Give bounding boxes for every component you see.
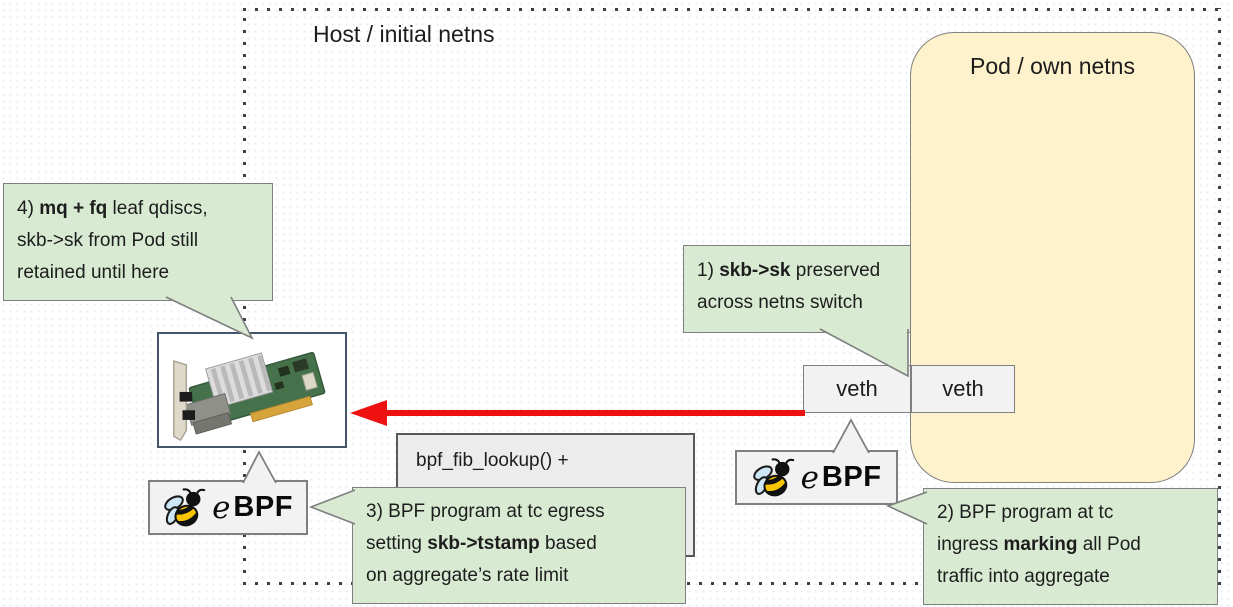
callout-text-bold: skb->sk bbox=[719, 260, 791, 281]
callout-2-tc-ingress: 2) BPF program at tc ingress marking all… bbox=[923, 488, 1218, 605]
callout-text: on aggregate’s rate limit bbox=[366, 565, 569, 586]
veth-box-host-side: veth bbox=[803, 365, 911, 413]
callout-text: all Pod bbox=[1077, 534, 1141, 555]
veth-box-pod-side: veth bbox=[911, 365, 1015, 413]
callout-text: 2) BPF program at tc bbox=[937, 502, 1114, 523]
nic-illustration bbox=[173, 351, 326, 442]
ebpf-bee-icon bbox=[752, 458, 796, 498]
callout-text: skb->sk from Pod still bbox=[17, 230, 199, 251]
host-netns-label: Host / initial netns bbox=[313, 21, 495, 47]
nic-photo bbox=[157, 332, 347, 448]
callout-text: based bbox=[539, 533, 597, 554]
callout-text: preserved bbox=[790, 260, 881, 281]
callout-text: 4) bbox=[17, 198, 40, 219]
ebpf-logo-e-text: e bbox=[212, 489, 231, 526]
callout-1-skb-sk-preserved: 1) skb->sk preserved across netns switch bbox=[683, 245, 911, 333]
callout-4-mq-fq-qdiscs: 4) mq + fq leaf qdiscs, skb->sk from Pod… bbox=[3, 183, 273, 301]
callout-text: 1) bbox=[697, 260, 720, 281]
callout-text: 3) BPF program at tc egress bbox=[366, 501, 605, 522]
callout-text: leaf qdiscs, bbox=[107, 198, 208, 219]
callout-text: setting bbox=[366, 533, 428, 554]
veth-pod-label: veth bbox=[942, 376, 984, 401]
ebpf-bee-icon bbox=[163, 488, 207, 528]
callout-3-tc-egress: 3) BPF program at tc egress setting skb-… bbox=[352, 487, 686, 604]
veth-host-label: veth bbox=[836, 376, 878, 401]
bpf-helpers-label: bpf_fib_lookup() + bbox=[416, 450, 569, 471]
pod-netns-region: Pod / own netns bbox=[910, 32, 1195, 483]
callout-text: retained until here bbox=[17, 262, 170, 283]
callout-text: ingress bbox=[937, 534, 1004, 555]
callout-text-bold: skb->tstamp bbox=[427, 533, 540, 554]
ebpf-logo-e-text: e bbox=[800, 459, 819, 496]
pod-netns-label: Pod / own netns bbox=[970, 53, 1135, 79]
callout-text: across netns switch bbox=[697, 292, 863, 313]
ebpf-logo-bpf-text: BPF bbox=[821, 461, 882, 493]
ebpf-logo-bpf-text: BPF bbox=[233, 491, 293, 523]
callout-text: traffic into aggregate bbox=[937, 566, 1110, 587]
callout-text-bold: marking bbox=[1003, 534, 1078, 555]
callout-text-bold: mq + fq bbox=[39, 198, 108, 219]
